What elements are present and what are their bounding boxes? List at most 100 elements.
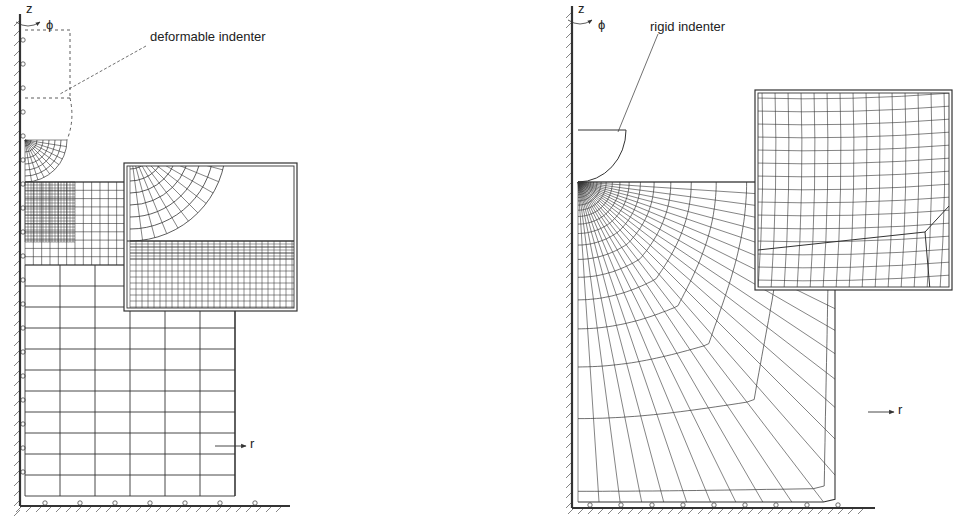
- roller-support: [21, 470, 25, 474]
- mesh-line: [25, 140, 61, 176]
- mesh-line: [186, 506, 192, 512]
- mesh-line: [14, 430, 20, 436]
- mesh-line: [106, 506, 112, 512]
- mesh-line: [14, 280, 20, 286]
- mesh-line: [758, 93, 763, 287]
- mesh-line: [14, 310, 20, 316]
- mesh-line: [25, 140, 50, 174]
- roller-support: [21, 86, 25, 90]
- mesh-line: [566, 52, 572, 58]
- mesh-line: [14, 200, 20, 206]
- mesh-line: [266, 506, 272, 512]
- mesh-line: [808, 508, 814, 514]
- mesh-line: [618, 508, 624, 514]
- roller-support: [21, 398, 25, 402]
- rigid-indenter: [578, 130, 626, 182]
- mesh-line: [598, 508, 604, 514]
- indenter-label: deformable indenter: [150, 30, 266, 44]
- mesh-line: [14, 320, 20, 326]
- mesh-line: [178, 241, 179, 308]
- mesh-line: [728, 508, 734, 514]
- roller-support: [21, 230, 25, 234]
- mesh-line: [226, 506, 232, 512]
- indenter-label: rigid indenter: [650, 20, 725, 34]
- rotation-arrow: [568, 20, 592, 24]
- mesh-line: [25, 224, 75, 225]
- mesh-line: [25, 140, 32, 181]
- mesh-line: [56, 506, 62, 512]
- mesh-line: [130, 301, 294, 302]
- mesh-line: [130, 265, 294, 266]
- mesh-line: [758, 508, 764, 514]
- mesh-line: [578, 508, 584, 514]
- mesh-line: [26, 506, 32, 512]
- mesh-line: [708, 508, 714, 514]
- mesh-line: [940, 93, 945, 287]
- mesh-line: [14, 50, 20, 56]
- mesh-line: [566, 32, 572, 38]
- mesh-line: [771, 93, 776, 287]
- mesh-line: [60, 265, 61, 496]
- roller-support: [21, 158, 25, 162]
- roller-support: [148, 501, 152, 505]
- mesh-line: [566, 502, 572, 508]
- roller-support: [21, 206, 25, 210]
- mesh-line: [286, 241, 287, 308]
- mesh-line: [292, 241, 293, 308]
- mesh-line: [14, 390, 20, 396]
- mesh-line: [25, 256, 125, 257]
- roller-support: [21, 134, 25, 138]
- mesh-line: [14, 290, 20, 296]
- mesh-line: [14, 90, 20, 96]
- mesh-line: [566, 472, 572, 478]
- mesh-line: [25, 236, 75, 237]
- mesh-line: [566, 412, 572, 418]
- mesh-line: [578, 182, 747, 367]
- mesh-line: [166, 506, 172, 512]
- mesh-line: [566, 222, 572, 228]
- mesh-line: [566, 62, 572, 68]
- roller-support: [681, 503, 685, 507]
- mesh-line: [25, 230, 75, 231]
- mesh-line: [276, 506, 282, 512]
- mesh-line: [25, 188, 75, 189]
- mesh-line: [25, 212, 75, 213]
- roller-support: [21, 278, 25, 282]
- mesh-line: [778, 508, 784, 514]
- mesh-line: [566, 232, 572, 238]
- mesh-line: [190, 241, 191, 308]
- mesh-line: [798, 508, 804, 514]
- mesh-line: [130, 244, 294, 245]
- mesh-line: [95, 265, 96, 496]
- mesh-line: [566, 262, 572, 268]
- mesh-line: [848, 508, 854, 514]
- mesh-line: [172, 241, 173, 308]
- mesh-line: [130, 307, 294, 308]
- mesh-line: [566, 442, 572, 448]
- mesh-line: [758, 158, 949, 164]
- mesh-line: [566, 322, 572, 328]
- mesh-line: [14, 480, 20, 486]
- mesh-line: [25, 203, 75, 204]
- mesh-line: [25, 227, 75, 228]
- inset-mesh: [758, 93, 949, 287]
- axis-label: r: [898, 403, 902, 417]
- mesh-line: [130, 250, 294, 251]
- mesh-line: [566, 192, 572, 198]
- mesh-line: [14, 260, 20, 266]
- mesh-line: [25, 209, 75, 210]
- mesh-line: [758, 236, 949, 242]
- mesh-line: [130, 277, 294, 278]
- mesh-line: [130, 283, 294, 284]
- fine-mesh: [25, 182, 75, 242]
- mesh-line: [238, 241, 239, 308]
- mesh-line: [14, 210, 20, 216]
- mesh-line: [14, 400, 20, 406]
- mesh-line: [758, 184, 949, 190]
- indenter-outline: [25, 30, 72, 140]
- mesh-line: [566, 12, 572, 18]
- mesh-line: [628, 508, 634, 514]
- mesh-line: [14, 250, 20, 256]
- mesh-line: [718, 508, 724, 514]
- mesh-line: [25, 191, 75, 192]
